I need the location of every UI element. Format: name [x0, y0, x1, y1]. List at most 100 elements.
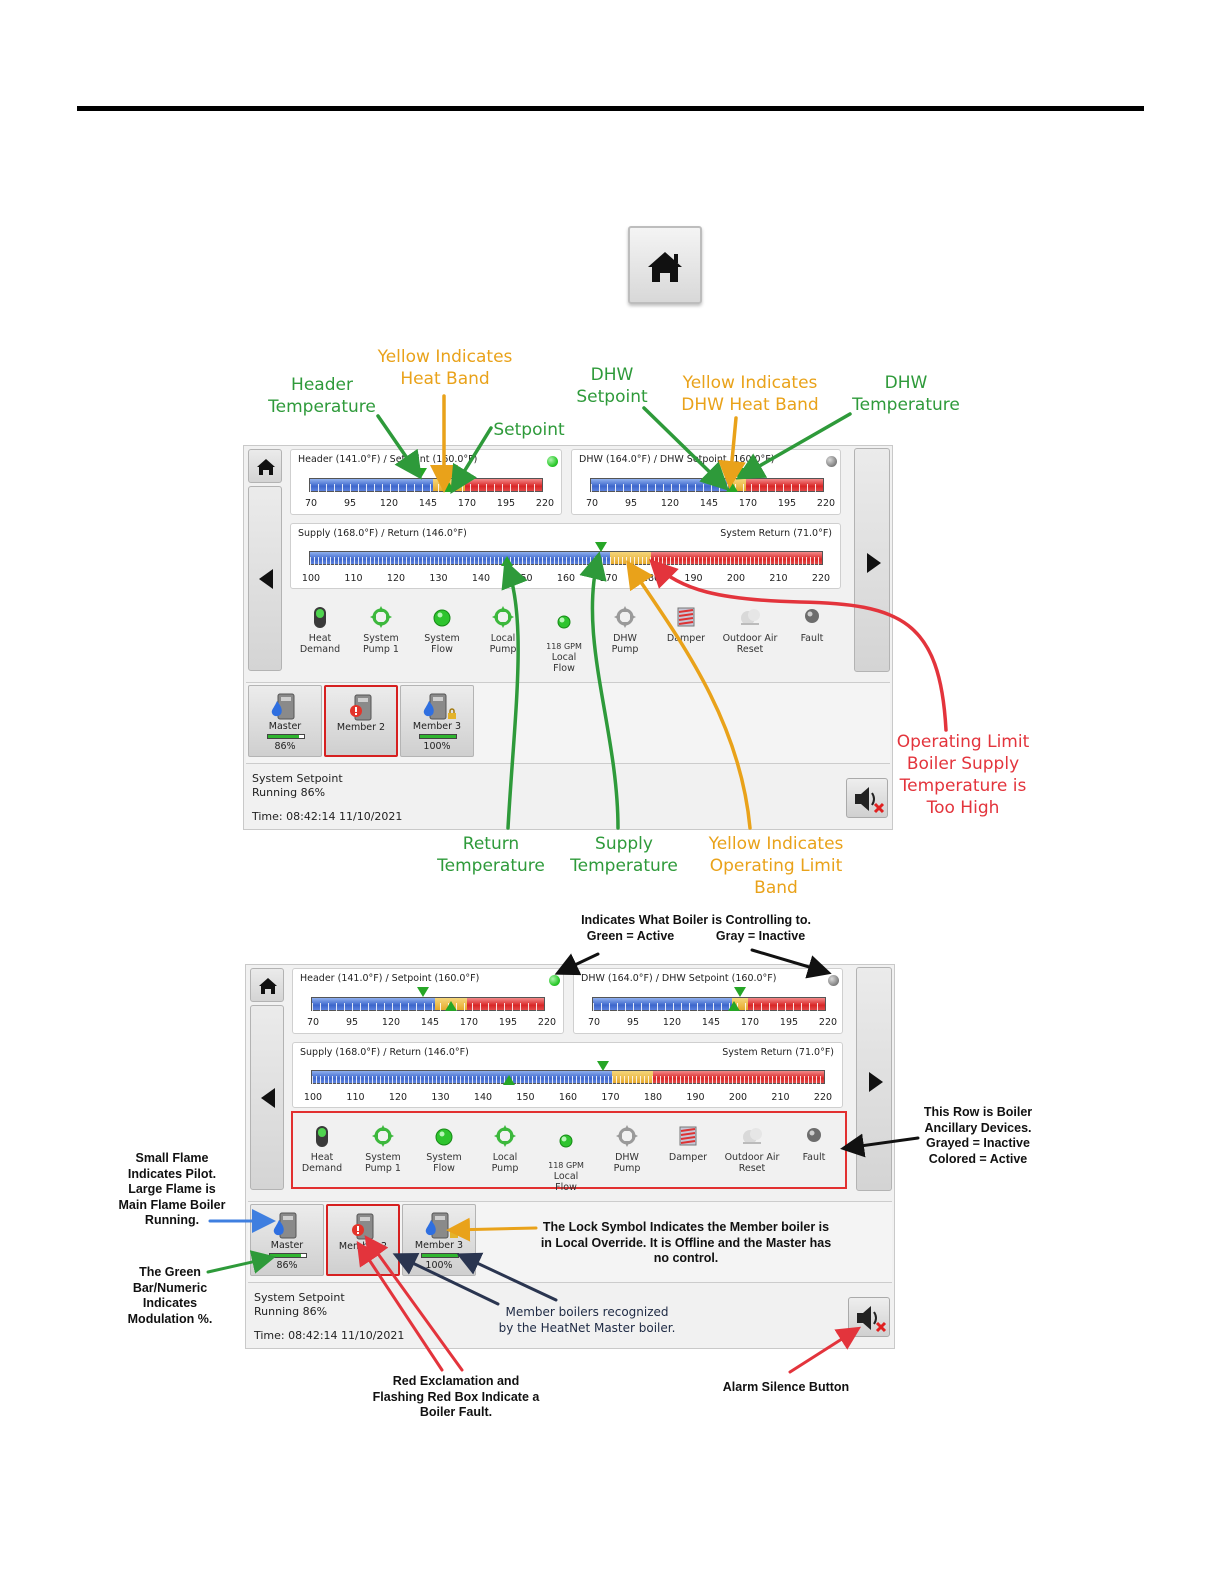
fault-exclamation-icon [352, 1224, 364, 1236]
header-tick-label: 95 [345, 1017, 359, 1028]
supply-tick-label: 180 [643, 1092, 663, 1103]
dhw-inactive-indicator [828, 975, 839, 986]
supply-temperature-marker [595, 542, 607, 552]
boiler-name: Member 3 [412, 721, 462, 732]
next-page-button[interactable] [854, 448, 890, 672]
fault-led-icon [782, 604, 842, 630]
ancillary-device: Damper [658, 1123, 718, 1163]
chevron-left-icon [259, 569, 273, 589]
alarm-silence-button[interactable] [846, 778, 888, 818]
outdoor-air-icon [720, 604, 780, 630]
ancillary-device: System Pump 1 [351, 604, 411, 655]
modulation-bar [267, 734, 305, 739]
boiler-tile[interactable]: Member 3 100% [400, 685, 474, 757]
chevron-right-icon [867, 553, 881, 573]
supply-tick-label: 120 [388, 1092, 408, 1103]
dhw-tick-label: 220 [818, 1017, 838, 1028]
home-icon [259, 978, 277, 994]
speaker-mute-icon [855, 787, 885, 814]
header-tick-label: 70 [306, 1017, 320, 1028]
flow-led-icon [534, 612, 594, 638]
supply-tick-label: 110 [344, 573, 363, 584]
pump-icon [475, 1123, 535, 1149]
dhw-inactive-indicator [826, 456, 837, 467]
ancillary-device: 118 GPM Local Flow [536, 1131, 596, 1193]
annotation-lock-symbol: The Lock Symbol Indicates the Member boi… [540, 1220, 832, 1265]
ancillary-device: Local Pump [473, 604, 533, 655]
header-active-indicator [547, 456, 558, 467]
boiler-tile[interactable]: Member 2 [324, 685, 398, 757]
boiler-tile[interactable]: Member 3 100% [402, 1204, 476, 1276]
system-return-label: System Return (71.0°F) [722, 1047, 834, 1058]
header-temperature-bar [311, 997, 545, 1011]
dhw-tick-label: 195 [779, 1017, 799, 1028]
boiler-tile[interactable]: Master 86% [248, 685, 322, 757]
dhw-tick-label: 120 [662, 1017, 682, 1028]
annotation-controlling: Indicates What Boiler is Controlling to.… [581, 913, 811, 943]
supply-gauge: Supply (168.0°F) / Return (146.0°F) Syst… [292, 1042, 843, 1108]
ancillary-device: DHW Pump [597, 1123, 657, 1174]
supply-gauge: Supply (168.0°F) / Return (146.0°F) Syst… [290, 523, 841, 589]
supply-tick-label: 170 [599, 573, 618, 584]
supply-tick-label: 120 [386, 573, 406, 584]
header-tick-label: 95 [343, 498, 357, 509]
home-button[interactable] [628, 226, 702, 304]
ancillary-device: 118 GPM Local Flow [534, 612, 594, 674]
pump-icon [351, 604, 411, 630]
dhw-tick-label: 95 [624, 498, 638, 509]
chevron-left-icon [261, 1088, 275, 1108]
damper-icon [656, 604, 716, 630]
annotation-setpoint: Setpoint [493, 420, 565, 440]
heat-demand-icon [290, 604, 350, 630]
dhw-tick-label: 170 [738, 498, 758, 509]
previous-page-button[interactable] [250, 1005, 284, 1190]
header-tick-label: 220 [535, 498, 555, 509]
ancillary-device: System Flow [412, 604, 472, 655]
fault-exclamation-icon [350, 705, 362, 717]
supply-tick-label: 130 [429, 573, 448, 584]
header-tick-label: 170 [459, 1017, 479, 1028]
dhw-tick-label: 95 [626, 1017, 640, 1028]
large-flame-icon [273, 1220, 284, 1236]
home-side-button[interactable] [250, 968, 284, 1002]
dhw-tick-label: 70 [587, 1017, 601, 1028]
ancillary-device: Fault [784, 1123, 844, 1163]
annotation-alarm-silence: Alarm Silence Button [722, 1380, 850, 1394]
dhw-temperature-marker [734, 987, 746, 997]
modulation-percent: 86% [276, 1260, 298, 1271]
supply-tick-label: 100 [301, 573, 321, 584]
time-display: Time: 08:42:14 11/10/2021 [252, 810, 403, 823]
large-flame-icon [271, 701, 282, 717]
ancillary-device: Outdoor Air Reset [722, 1123, 782, 1174]
modulation-percent: 100% [423, 741, 451, 752]
supply-tick-label: 200 [726, 573, 746, 584]
flow-led-icon [412, 604, 472, 630]
boiler-tile[interactable]: Master 86% [250, 1204, 324, 1276]
dhw-gauge-label: DHW (164.0°F) / DHW Setpoint (160.0°F) [581, 973, 777, 984]
dhw-tick-label: 170 [740, 1017, 760, 1028]
pump-icon [597, 1123, 657, 1149]
header-active-indicator [549, 975, 560, 986]
header-tick-label: 195 [496, 498, 516, 509]
dhw-tick-label: 145 [701, 1017, 721, 1028]
supply-tick-label: 190 [684, 573, 703, 584]
dhw-gauge-label: DHW (164.0°F) / DHW Setpoint (160.0°F) [579, 454, 775, 465]
home-side-button[interactable] [248, 449, 282, 483]
modulation-bar [419, 734, 457, 739]
header-tick-label: 170 [457, 498, 477, 509]
pump-icon [353, 1123, 413, 1149]
header-tick-label: 145 [418, 498, 438, 509]
chevron-right-icon [869, 1072, 883, 1092]
fault-led-icon [784, 1123, 844, 1149]
boiler-name: Member 2 [336, 722, 386, 733]
previous-page-button[interactable] [248, 486, 282, 671]
supply-tick-label: 140 [471, 573, 491, 584]
